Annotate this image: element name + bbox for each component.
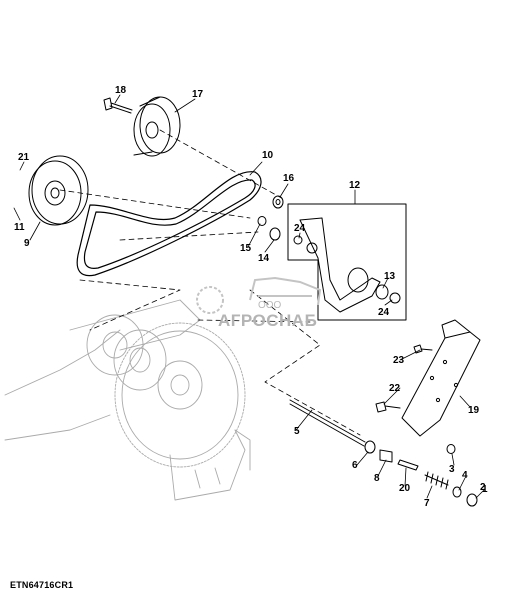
callout-label: 24: [378, 307, 390, 318]
plate-19: [401, 319, 481, 437]
callout-label: 24: [294, 223, 306, 234]
callout-label: 10: [262, 150, 274, 161]
pin-20: [397, 459, 419, 471]
callout-label: 22: [389, 383, 401, 394]
pulley-17: [133, 96, 181, 157]
watermark-logo: [196, 276, 322, 314]
pulley-9: [28, 155, 89, 226]
callout-label: 17: [192, 89, 204, 100]
callout-label: 21: [18, 152, 30, 163]
callout-label: 11: [14, 222, 25, 233]
bolt-23: [413, 344, 433, 354]
callout-label: 19: [468, 405, 480, 416]
callout-label: 8: [374, 473, 380, 484]
nut-3: [446, 444, 456, 454]
watermark-company-prefix: ООО: [258, 300, 282, 311]
engine-flywheel-assembly: [4, 299, 251, 501]
callout-label: 14: [258, 253, 270, 264]
figure-id: ETN64716CR1: [10, 580, 74, 590]
callout-label: 18: [115, 85, 127, 96]
callout-label: 4: [462, 470, 468, 481]
rod-5: [289, 399, 366, 447]
idler-bracket-12: [287, 203, 407, 321]
callout-label: 13: [384, 271, 396, 282]
washer-4: [452, 486, 462, 498]
callout-label: 2: [480, 482, 486, 493]
callout-label: 9: [24, 238, 30, 249]
callout-label: 16: [283, 173, 295, 184]
callout-labels: 1 2 3 4 5 6 7 8 9 10 11 12 13 14 15 16 1…: [14, 85, 488, 509]
callout-label: 3: [449, 464, 455, 475]
callout-label: 6: [352, 460, 358, 471]
callout-label: 12: [349, 180, 361, 191]
callout-leaders: [13, 94, 486, 499]
nut-6: [364, 440, 376, 454]
clevis-8: [379, 449, 393, 463]
washer-16: [272, 195, 284, 209]
spring-7: [424, 471, 449, 490]
callout-label: 1: [482, 484, 488, 495]
leader-lines: [59, 129, 361, 436]
bolt-18: [103, 97, 133, 114]
fasteners-14-15: [257, 216, 281, 241]
callout-label: 15: [240, 243, 252, 254]
callout-label: 20: [399, 483, 411, 494]
callout-label: 5: [294, 426, 300, 437]
nut-2: [466, 493, 478, 507]
callout-label: 23: [393, 355, 405, 366]
callout-label: 7: [424, 498, 430, 509]
drive-belt-10: [76, 171, 262, 277]
watermark-company-name: АГРОСНАБ: [218, 311, 318, 330]
bolt-22: [375, 401, 401, 413]
